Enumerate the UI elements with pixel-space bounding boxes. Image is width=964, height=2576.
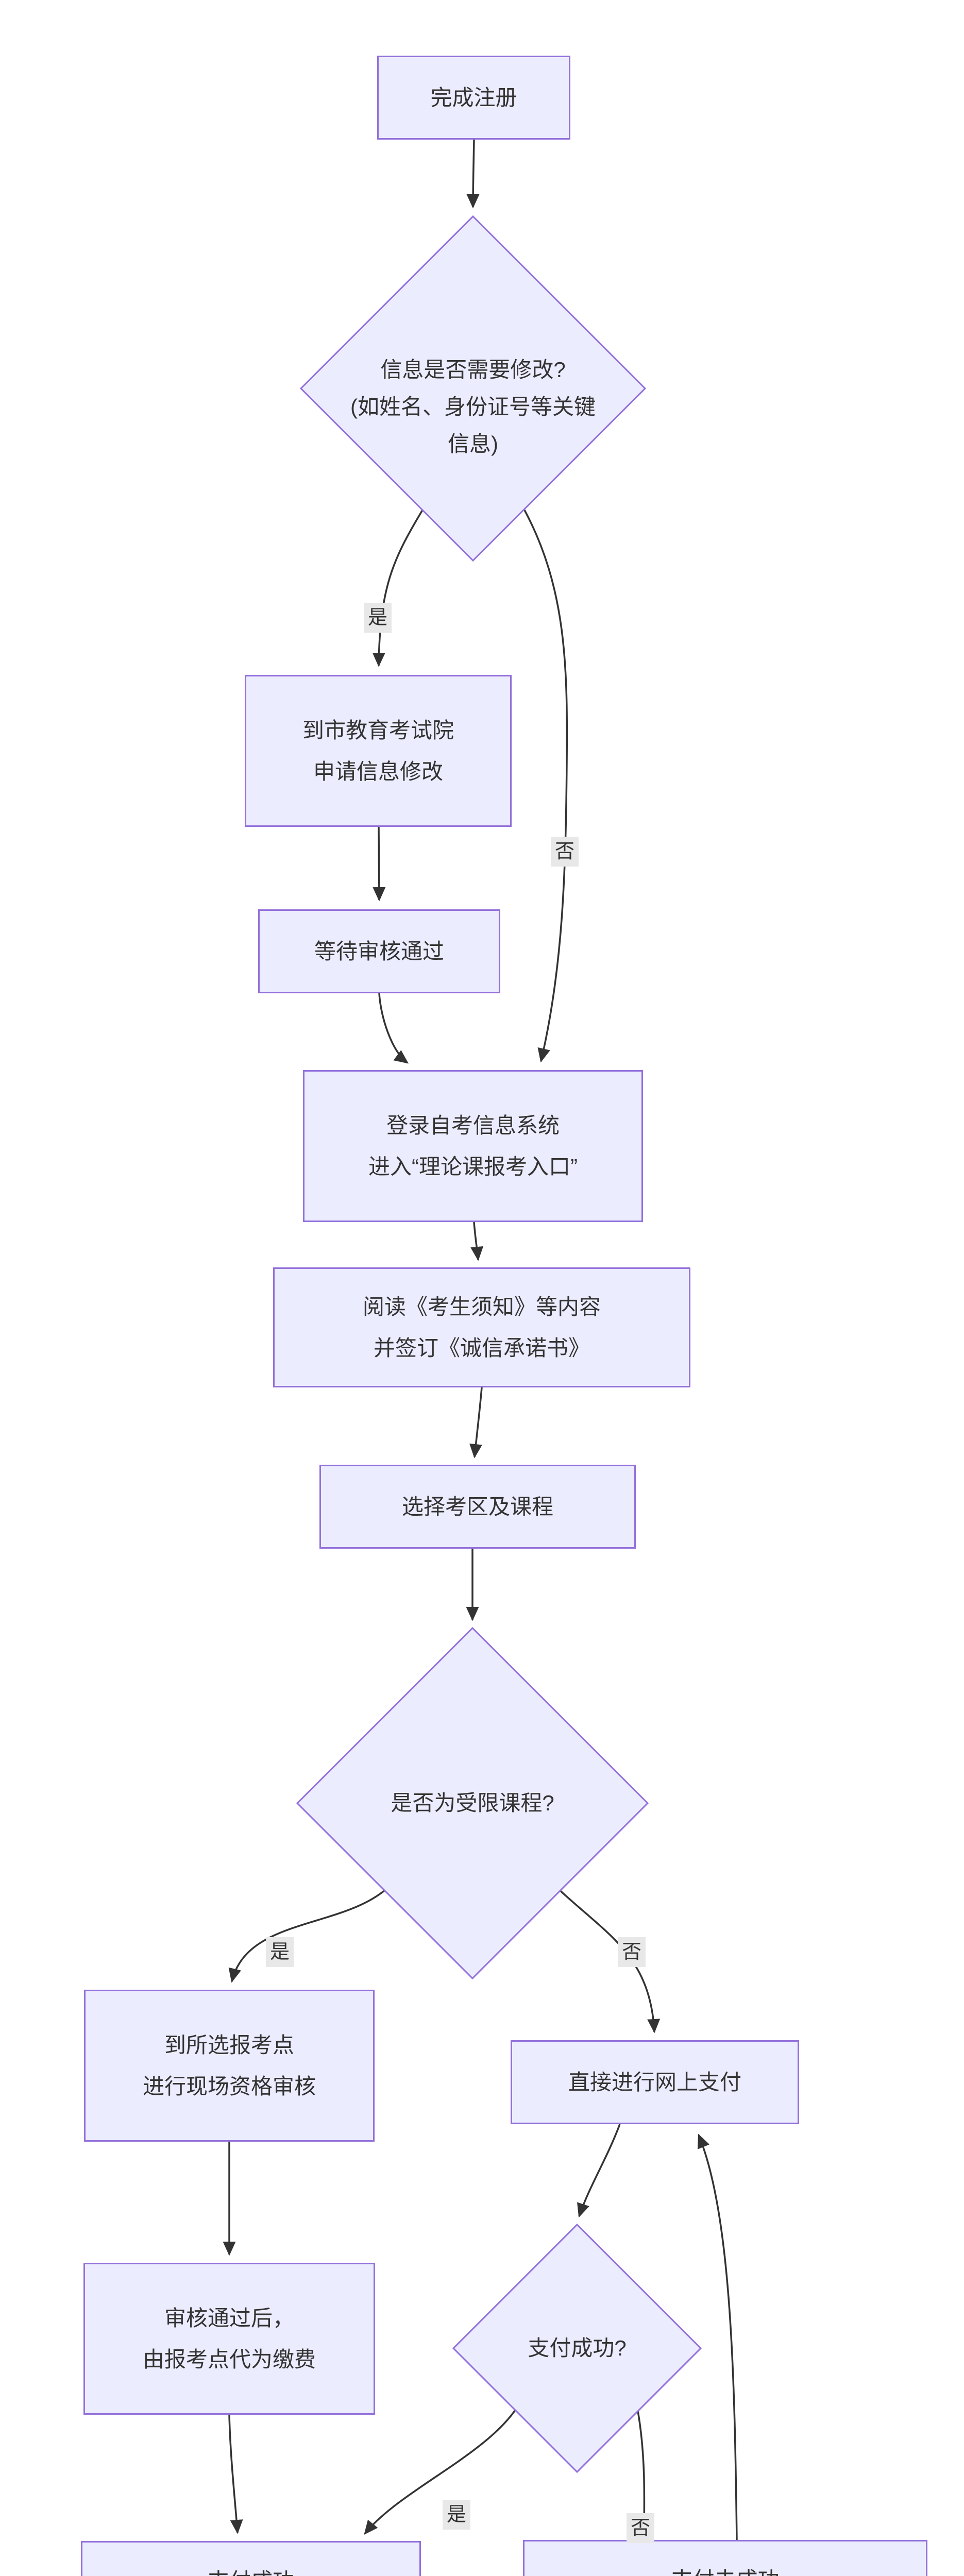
edge-restricted-yes <box>228 1885 391 1983</box>
node-pay-fail: 支付未成功 可返回修改课程或重新支付 <box>523 2540 927 2576</box>
edge-wait-to-login <box>378 993 409 1064</box>
node-read-notice: 阅读《考生须知》等内容 并签订《诚信承诺书》 <box>273 1267 690 1387</box>
node-select-course: 选择考区及课程 <box>319 1465 636 1549</box>
wait-review-label: 等待审核通过 <box>314 939 444 963</box>
online-pay-label: 直接进行网上支付 <box>568 2070 741 2094</box>
edge-label-modify-yes: 是 <box>364 603 392 633</box>
onsite-review-line2: 进行现场资格审核 <box>142 2074 316 2098</box>
apply-modify-line2: 申请信息修改 <box>313 759 443 784</box>
apply-modify-line1: 到市教育考试院 <box>302 718 454 742</box>
edge-label-restricted-yes: 是 <box>266 1937 294 1967</box>
node-pay-success: 支付成功 课程锁定，报考费不退 <box>81 2541 421 2576</box>
edge-modify-yes <box>372 510 424 667</box>
edge-agency-to-success <box>228 2414 243 2534</box>
login-line2: 进入“理论课报考入口” <box>368 1154 578 1179</box>
edge-label-restricted-no: 否 <box>618 1937 646 1967</box>
node-start: 完成注册 <box>377 56 570 140</box>
edge-label-modify-no: 否 <box>551 837 579 867</box>
decision-paid-label: 支付成功? <box>528 2336 627 2360</box>
edge-read-to-select <box>469 1387 483 1459</box>
edge-start-to-modify-decision <box>466 139 480 209</box>
node-online-pay: 直接进行网上支付 <box>511 2040 799 2124</box>
node-login: 登录自考信息系统 进入“理论课报考入口” <box>303 1070 643 1222</box>
decision-modify-line1: 信息是否需要修改? <box>380 358 566 382</box>
edge-fail-return-to-onlinepay <box>697 2133 738 2540</box>
node-apply-modify: 到市教育考试院 申请信息修改 <box>245 675 512 827</box>
node-agency-pay: 审核通过后， 由报考点代为缴费 <box>83 2263 375 2415</box>
read-notice-line2: 并签订《诚信承诺书》 <box>373 1335 590 1360</box>
edge-onlinepay-to-paid-decision <box>577 2124 621 2218</box>
agency-pay-line1: 审核通过后， <box>164 2306 294 2330</box>
edge-label-paid-yes: 是 <box>443 2500 471 2530</box>
pay-fail-line1: 支付未成功 <box>671 2560 779 2576</box>
edge-label-paid-no: 否 <box>627 2513 655 2543</box>
login-line1: 登录自考信息系统 <box>386 1113 560 1138</box>
decision-restricted-label: 是否为受限课程? <box>391 1791 554 1815</box>
onsite-review-line1: 到所选报考点 <box>164 2032 294 2057</box>
node-decision-paid-text: 支付成功? <box>474 2333 680 2364</box>
decision-modify-line2: (如姓名、身份证号等关键 <box>350 395 596 419</box>
node-wait-review: 等待审核通过 <box>258 909 500 993</box>
node-start-label: 完成注册 <box>430 85 517 110</box>
select-course-label: 选择考区及课程 <box>401 1494 553 1519</box>
edge-paid-yes <box>364 2409 516 2535</box>
read-notice-line1: 阅读《考生须知》等内容 <box>362 1294 601 1319</box>
decision-modify-line3: 信息) <box>448 432 498 456</box>
decision-paid-diamond <box>452 2223 702 2473</box>
decision-modify-diamond <box>299 215 647 562</box>
pay-success-line1: 支付成功 <box>208 2561 294 2576</box>
agency-pay-line2: 由报考点代为缴费 <box>142 2347 316 2371</box>
decision-restricted-diamond <box>296 1626 649 1980</box>
edge-modify-no <box>523 510 568 1063</box>
node-decision-modify-text: 信息是否需要修改? (如姓名、身份证号等关键 信息) <box>298 351 648 463</box>
edge-login-to-read <box>470 1222 484 1261</box>
node-decision-restricted-text: 是否为受限课程? <box>318 1788 627 1819</box>
node-onsite-review: 到所选报考点 进行现场资格审核 <box>84 1990 375 2142</box>
